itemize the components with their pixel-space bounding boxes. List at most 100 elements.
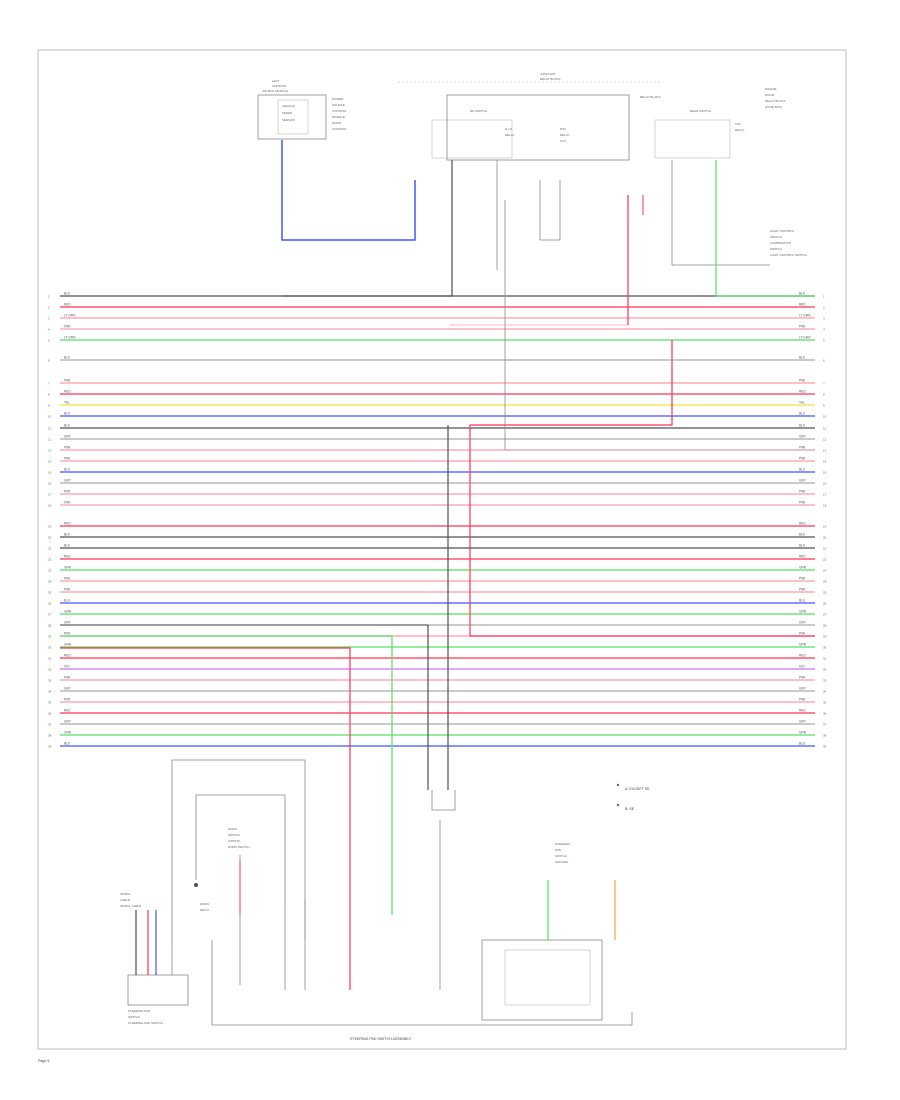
bus-wire-left-label: BLK xyxy=(64,292,71,296)
bus-wire-right-label: BLK xyxy=(799,544,806,548)
bus-wire-left-label: PNK xyxy=(64,676,71,680)
svg-text:RELAY: RELAY xyxy=(200,908,210,912)
switch-assembly: STEERING PAD SWITCH xyxy=(211,842,633,1026)
bus-wire-right-number: 39 xyxy=(823,745,827,749)
bus-wire-right-number: 32 xyxy=(823,668,827,672)
bus-wire-right-label: PNK xyxy=(799,457,806,461)
bus-wire-left-number: 8 xyxy=(48,393,50,397)
bus-wire-left-label: PNK xyxy=(64,490,71,494)
svg-text:HORN: HORN xyxy=(332,121,341,125)
bus-wire-right-label: PNK xyxy=(799,676,806,680)
bus-wire-left-label: BLK xyxy=(64,544,71,548)
bus-wire-right-number: 25 xyxy=(823,591,827,595)
bus-wire-right-label: BLK xyxy=(799,292,806,296)
bus-wire-right-label: BLU xyxy=(799,412,806,416)
bus-wire-left-label: BLK xyxy=(64,424,71,428)
page-frame xyxy=(37,49,847,1050)
bus-wire-left-label: GRN xyxy=(64,610,72,614)
bus-wire-right-number: 23 xyxy=(823,569,827,573)
bus-wire-left-number: 35 xyxy=(48,701,52,705)
bus-wire-left-number: 20 xyxy=(48,536,52,540)
svg-text:RELAY BLOCK: RELAY BLOCK xyxy=(540,77,561,81)
svg-text:RELAY: RELAY xyxy=(505,133,515,137)
bus-wire-left-label: RED xyxy=(64,654,71,658)
bottom-left-area: SPIRAL CABLE STEERING PAD SWITCH HORN RE… xyxy=(120,759,306,1019)
bus-wire-left-number: 32 xyxy=(48,668,52,672)
svg-text:HORN: HORN xyxy=(228,827,237,831)
svg-text:SPEED: SPEED xyxy=(282,111,293,115)
bus-wire-left-number: 9 xyxy=(48,404,50,408)
relay-block-top: JUNCTION RELAY BLOCK H-LP RELAY DIM RELA… xyxy=(398,72,795,251)
svg-text:SPIRAL: SPIRAL xyxy=(120,892,131,896)
left-device-label: AIR BAG MODULE xyxy=(262,89,288,93)
bus-wire-right-number: 14 xyxy=(823,460,827,464)
svg-text:CUT: CUT xyxy=(560,139,566,143)
bus-wire-right-label: GRN xyxy=(799,643,807,647)
bus-wire-right-label: GRY xyxy=(799,621,807,625)
svg-text:STEERING PAD: STEERING PAD xyxy=(128,1009,151,1013)
bus-wire-right-number: 11 xyxy=(823,427,826,431)
svg-text:SWITCH: SWITCH xyxy=(770,247,782,251)
bus-wire-right-number: 38 xyxy=(823,734,827,738)
svg-text:CONTROL: CONTROL xyxy=(332,109,347,113)
bus-wire-left-label: YEL xyxy=(64,401,70,405)
cross-connect-wires xyxy=(60,340,815,990)
bus-wire-left-label: LT GRN xyxy=(64,314,76,318)
bus-wire-left-label: BLU xyxy=(64,412,71,416)
bus-wire-left-label: PNK xyxy=(64,446,71,450)
top-left-component: LEFT CONTROL VEHICLE SPEED SENSOR POWER … xyxy=(257,79,347,140)
bus-wire-right-label: VIO xyxy=(799,665,805,669)
svg-text:SWITCH: SWITCH xyxy=(228,833,240,837)
bus-wire-left-number: 14 xyxy=(48,460,52,464)
note-b: B: SE xyxy=(625,807,635,811)
bus-wire-left-number: 25 xyxy=(48,591,52,595)
bus-wire-left-label: VIO xyxy=(64,665,70,669)
svg-text:SWITCH: SWITCH xyxy=(128,1015,140,1019)
svg-text:LEFT: LEFT xyxy=(272,79,280,83)
bus-wire-right-label: BLU xyxy=(799,742,806,746)
svg-text:SWITCH: SWITCH xyxy=(770,235,782,239)
bus-wire-left-number: 3 xyxy=(48,317,50,321)
bus-wire-right-label: LT GRN xyxy=(799,336,811,340)
bus-wire-right-label: PNK xyxy=(799,632,806,636)
svg-text:MODULE: MODULE xyxy=(332,115,345,119)
bus-wire-left-label: PNK xyxy=(64,588,71,592)
svg-text:ROOM: ROOM xyxy=(765,93,775,97)
bus-wire-right-number: 31 xyxy=(823,657,827,661)
bus-wire-left-label: GRN xyxy=(64,731,72,735)
bus-wire-right-label: BLU xyxy=(799,599,806,603)
bus-wire-left-number: 12 xyxy=(48,438,52,442)
bus-wire-right-number: 22 xyxy=(823,558,827,562)
bus-wire-left-number: 36 xyxy=(48,712,52,716)
bus-wire-left-label: RED xyxy=(64,522,71,526)
svg-text:LIGHT CONTROL: LIGHT CONTROL xyxy=(770,229,795,233)
bus-wire-left-label: BLU xyxy=(64,742,71,746)
bus-wire-right-number: 18 xyxy=(823,504,827,508)
bus-wire-right-number: 33 xyxy=(823,679,827,683)
bus-wire-right-number: 28 xyxy=(823,624,827,628)
bus-wire-right-number: 2 xyxy=(823,306,825,310)
bus-wire-right-number: 5 xyxy=(823,339,825,343)
bus-wire-right-label: RED xyxy=(799,303,806,307)
bus-wire-left-number: 1 xyxy=(48,295,50,299)
light-switch-label: LIGHT CONTROL SWITCH xyxy=(770,253,807,257)
blue-wire-loop xyxy=(281,140,416,241)
bus-wire-right-number: 17 xyxy=(823,493,827,497)
assembly-label: STEERING PAD SWITCH ASSEMBLY xyxy=(350,1037,412,1041)
bus-wire-left-number: 4 xyxy=(48,328,50,332)
bus-wire-right-number: 15 xyxy=(823,471,827,475)
bus-wire-right-label: RED xyxy=(799,522,806,526)
bus-wire-left-number: 16 xyxy=(48,482,52,486)
svg-text:ENGINE: ENGINE xyxy=(765,87,777,91)
svg-text:JUNCTION: JUNCTION xyxy=(540,72,555,76)
bus-wire-right-number: 36 xyxy=(823,712,827,716)
bus-wire-right-number: 19 xyxy=(823,525,827,529)
switch-right-label: REAR SWITCH xyxy=(690,109,711,113)
bus-wire-right-number: 16 xyxy=(823,482,827,486)
bus-wire-right-number: 3 xyxy=(823,317,825,321)
bus-wire-right-label: BLK xyxy=(799,424,806,428)
bus-wire-right-label: GRY xyxy=(799,720,807,724)
svg-text:STEERING: STEERING xyxy=(555,842,571,846)
bus-wire-right-number: 27 xyxy=(823,613,827,617)
bus-wire-left-number: 30 xyxy=(48,646,52,650)
